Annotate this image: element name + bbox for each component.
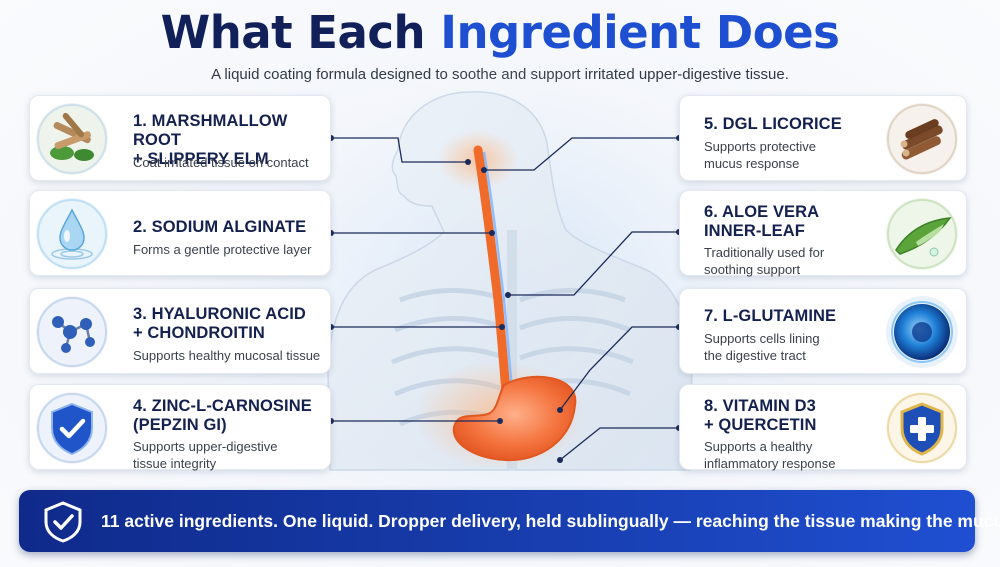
ingredient-card-6: 6. ALOE VERA INNER-LEAF Traditionally us… [679,190,967,277]
ingredient-title: 2. SODIUM ALGINATE [133,218,307,236]
ingredient-title: 8. VITAMIN D3 + QUERCETIN [704,397,817,434]
connector-8 [559,427,679,461]
shield-cross-icon [886,392,958,464]
esophagus-highlight [482,151,514,391]
connector-6 [508,231,679,296]
molecule-icon [36,296,108,368]
connector-lines [331,137,679,461]
shield-check-icon [44,501,82,543]
ingredient-description: Supports upper-digestive tissue integrit… [133,439,278,471]
ingredient-description: Supports cells lining the digestive trac… [704,331,820,363]
ingredient-title: 1. MARSHMALLOW ROOT + SLIPPERY ELM [133,112,288,168]
connector-7 [559,326,679,411]
ingredient-description: Supports a healthy inflammatory response [704,439,836,471]
ingredient-card-3: 3. HYALURONIC ACID + CHONDROITIN Support… [29,288,331,374]
ingredient-description: Supports healthy mucosal tissue [133,348,321,363]
stomach [452,375,577,462]
connector-1 [331,137,468,163]
ingredient-description: Traditionally used for soothing support [704,245,825,277]
ingredient-title: 5. DGL LICORICE [704,115,842,133]
shield-check-icon [36,392,108,464]
title-part-1: What Each [160,6,426,59]
ingredient-description: Forms a gentle protective layer [133,242,312,257]
aloe-leaf-icon [886,198,958,270]
ingredient-title: 7. L-GLUTAMINE [704,307,837,325]
ingredient-description: Supports protective mucus response [704,139,817,171]
ingredient-title: 4. ZINC-L-CARNOSINE (PEPZIN GI) [133,397,312,434]
ingredient-title: 6. ALOE VERA INNER-LEAF [704,203,820,240]
cell-icon [886,296,958,368]
ingredient-card-2: 2. SODIUM ALGINATE Forms a gentle protec… [29,190,331,276]
licorice-root-icon [886,103,958,175]
water-drop-icon [36,198,108,270]
ingredient-card-8: 8. VITAMIN D3 + QUERCETIN Supports a hea… [679,384,967,471]
summary-banner: 11 active ingredients. One liquid. Dropp… [19,490,1000,552]
ingredient-card-4: 4. ZINC-L-CARNOSINE (PEPZIN GI) Supports… [29,384,331,471]
title-part-2: Ingredient Does [440,6,840,59]
esophagus [473,145,511,397]
ingredient-description: Coat irritated tissue on contact [133,155,309,170]
root-sticks-icon [36,103,108,175]
ingredient-card-7: 7. L-GLUTAMINE Supports cells lining the… [679,288,967,374]
connector-5 [484,137,679,171]
page-title: What Each Ingredient Does [0,6,1000,59]
ingredient-card-5: 5. DGL LICORICE Supports protective mucu… [679,95,967,181]
banner-text: 11 active ingredients. One liquid. Dropp… [101,511,1000,531]
ingredient-title: 3. HYALURONIC ACID + CHONDROITIN [133,305,306,342]
ingredient-card-1: 1. MARSHMALLOW ROOT + SLIPPERY ELM Coat … [29,95,331,181]
